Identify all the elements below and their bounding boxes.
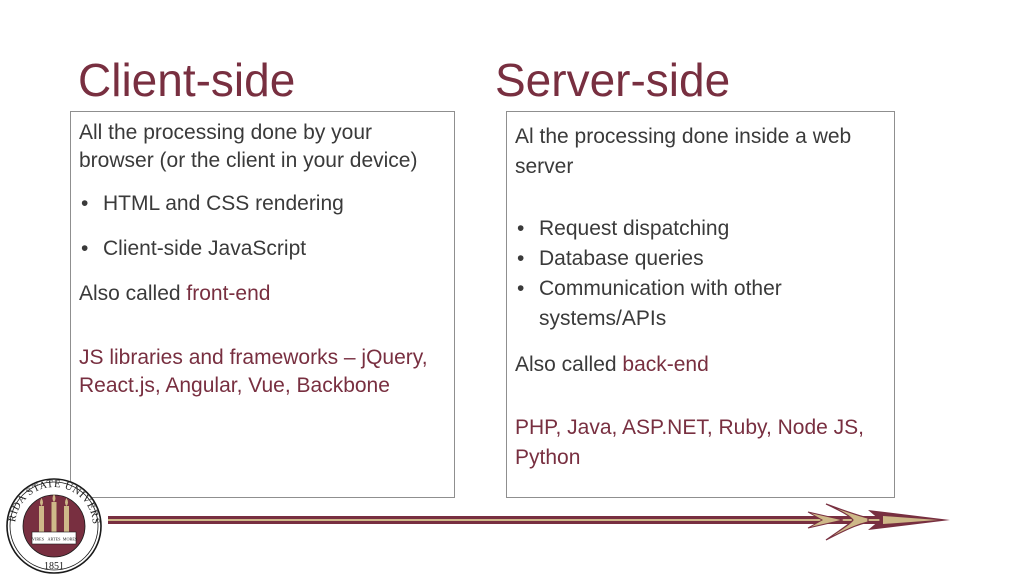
bullet-text: Request dispatching: [539, 217, 730, 240]
server-side-bullet-list: • Request dispatching • Database queries •…: [515, 214, 886, 334]
client-side-also-called: Also called front-end: [79, 278, 446, 310]
seal-motto-3: MORES: [63, 537, 78, 542]
also-called-prefix: Also called: [515, 353, 623, 376]
js-libraries-text: JS libraries and frameworks – jQuery, Re…: [79, 346, 428, 397]
server-side-heading: Server-side: [495, 54, 731, 106]
bullet-text: Database queries: [539, 247, 704, 270]
server-side-intro: Al the processing done inside a web serv…: [515, 125, 852, 178]
list-item: • Communication with other systems/APIs: [515, 274, 886, 334]
server-side-panel: Al the processing done inside a web serv…: [506, 111, 895, 498]
bullet-text: HTML and CSS rendering: [103, 192, 344, 215]
bullet-text: Communication with other systems/APIs: [539, 277, 782, 330]
bullet-icon: •: [517, 247, 525, 270]
client-side-intro: All the processing done by your browser …: [79, 121, 418, 172]
server-side-also-called: Also called back-end: [515, 349, 886, 381]
client-side-panel: All the processing done by your browser …: [70, 111, 455, 498]
seal-motto-1: VIRES: [32, 537, 45, 542]
list-item: • Database queries: [515, 244, 886, 274]
bullet-icon: •: [517, 217, 525, 240]
client-side-heading: Client-side: [78, 54, 296, 106]
list-item: • Client-side JavaScript: [79, 233, 446, 264]
list-item: • HTML and CSS rendering: [79, 188, 446, 219]
server-languages-text: PHP, Java, ASP.NET, Ruby, Node JS, Pytho…: [515, 416, 865, 469]
bullet-icon: •: [81, 192, 89, 215]
bullet-icon: •: [81, 237, 89, 260]
spear-icon: [108, 503, 950, 541]
seal-year: 1851: [44, 561, 64, 572]
university-seal-icon: FLORIDA STATE UNIVERSITY VIRES ARTES MOR…: [2, 478, 102, 574]
bullet-icon: •: [517, 277, 525, 300]
also-called-prefix: Also called: [79, 282, 187, 305]
list-item: • Request dispatching: [515, 214, 886, 244]
seal-motto-2: ARTES: [47, 537, 61, 542]
back-end-term: back-end: [622, 353, 709, 376]
front-end-term: front-end: [186, 282, 271, 305]
bullet-text: Client-side JavaScript: [103, 237, 307, 260]
client-side-bullet-list: • HTML and CSS rendering • Client-side Jav…: [79, 188, 446, 264]
